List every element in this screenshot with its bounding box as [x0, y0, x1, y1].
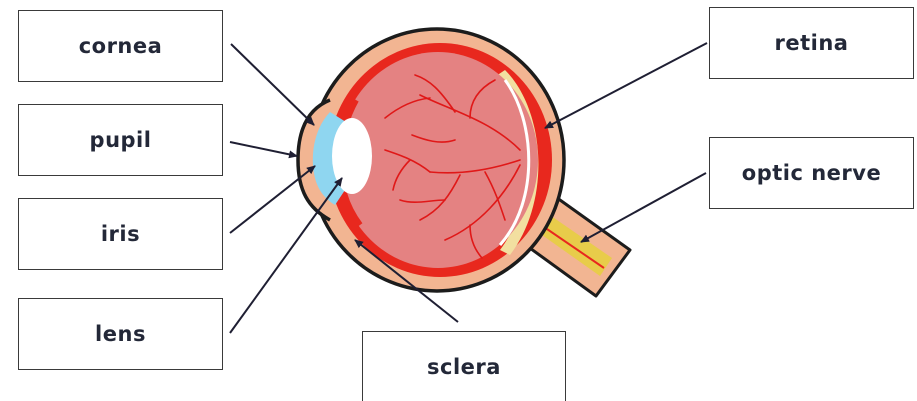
label-iris: iris — [101, 222, 140, 246]
lens-pointer — [230, 178, 342, 333]
label-lens: lens — [95, 322, 146, 346]
label-retina: retina — [775, 31, 849, 55]
label-box-lens: lens — [18, 298, 223, 370]
label-box-retina: retina — [709, 7, 914, 79]
label-pupil: pupil — [90, 128, 152, 152]
optic-nerve-pointer — [581, 173, 706, 242]
label-box-iris: iris — [18, 198, 223, 270]
retina-pointer — [545, 43, 707, 128]
label-box-cornea: cornea — [18, 10, 223, 82]
label-sclera: sclera — [427, 355, 501, 379]
iris-pointer — [230, 166, 315, 233]
label-box-sclera: sclera — [362, 331, 566, 401]
label-box-optic-nerve: optic nerve — [709, 137, 914, 209]
label-box-pupil: pupil — [18, 104, 223, 176]
label-cornea: cornea — [79, 34, 163, 58]
label-optic-nerve: optic nerve — [742, 161, 881, 185]
pupil-pointer — [230, 142, 297, 156]
cornea-pointer — [231, 44, 314, 125]
